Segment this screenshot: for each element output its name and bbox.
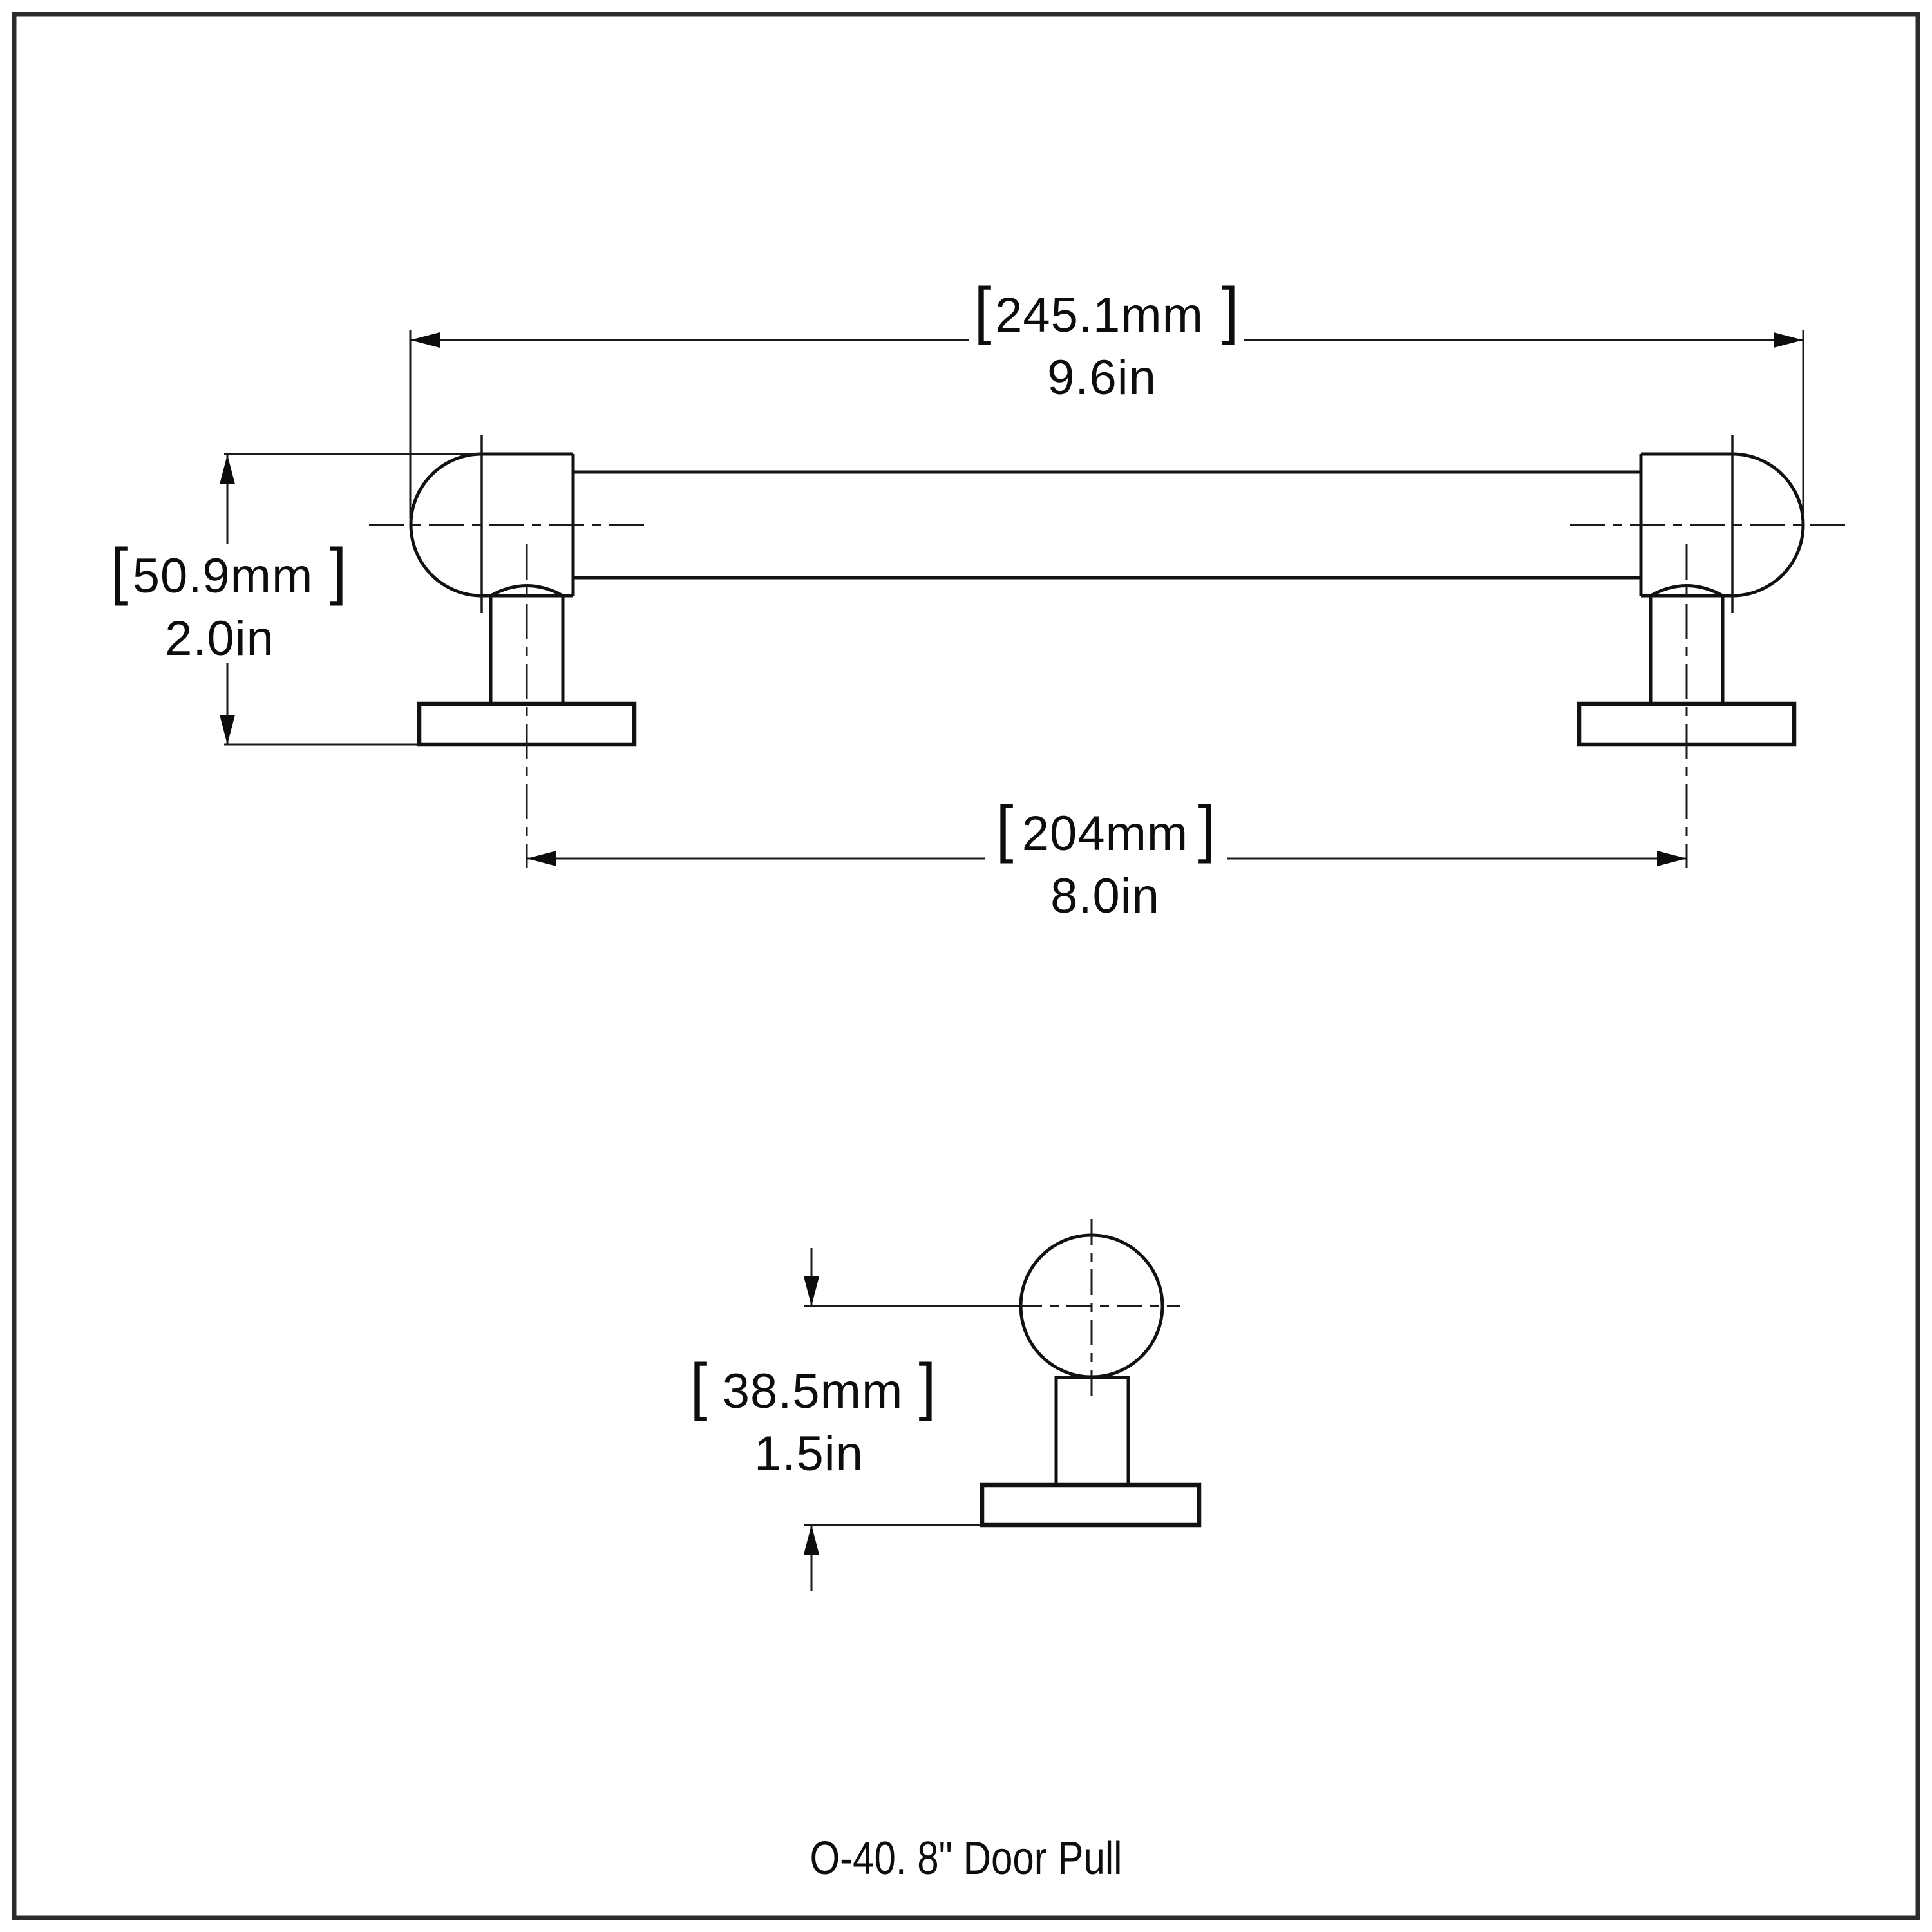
right-post-bump <box>1649 584 1724 598</box>
dim-projection-in: 1.5in <box>754 1426 864 1481</box>
dim-overall-length: [ 245.1mm ] 9.6in <box>409 274 1804 519</box>
bracket-open: [ <box>996 793 1013 864</box>
arrow-left-icon <box>527 851 556 866</box>
grip-bar <box>573 470 1641 580</box>
front-view <box>369 435 1845 868</box>
side-post <box>1054 1376 1130 1485</box>
arrow-right-icon <box>1657 851 1687 866</box>
page-border <box>12 12 1920 1920</box>
left-post <box>489 596 565 704</box>
dim-center-to-center: [ 204mm ] 8.0in <box>527 793 1687 923</box>
arrow-up-icon <box>804 1525 819 1555</box>
dim-projection-mm: 38.5mm <box>723 1364 904 1419</box>
bracket-close: ] <box>329 535 346 606</box>
arrow-up-icon <box>220 455 235 484</box>
bracket-open: [ <box>110 535 128 606</box>
dim-overall-height-mm: 50.9mm <box>133 549 314 603</box>
dim-projection: [ 38.5mm ] 1.5in <box>690 1248 982 1591</box>
dim-overall-length-mm: 245.1mm <box>995 288 1204 343</box>
left-end-cap <box>409 452 482 598</box>
dim-center-to-center-mm: 204mm <box>1022 806 1188 861</box>
dim-overall-height: [ 50.9mm ] 2.0in <box>110 453 483 746</box>
bracket-close: ] <box>918 1350 936 1421</box>
arrow-right-icon <box>1774 332 1803 348</box>
arrow-left-icon <box>410 332 440 348</box>
left-post-bump <box>489 584 564 598</box>
dim-center-to-center-in: 8.0in <box>1050 869 1160 923</box>
side-flange <box>980 1482 1202 1528</box>
dim-overall-length-in: 9.6in <box>1047 350 1157 405</box>
bracket-open: [ <box>974 274 991 345</box>
right-post <box>1649 596 1725 704</box>
bracket-open: [ <box>690 1350 707 1421</box>
bracket-close: ] <box>1198 793 1215 864</box>
bracket-close: ] <box>1221 274 1238 345</box>
side-view <box>804 1219 1202 1528</box>
right-end-cap <box>1732 452 1805 598</box>
arrow-down-icon <box>804 1276 819 1306</box>
arrow-down-icon <box>220 715 235 744</box>
dim-overall-height-in: 2.0in <box>165 611 274 666</box>
drawing-caption: O-40. 8" Door Pull <box>810 1833 1122 1884</box>
